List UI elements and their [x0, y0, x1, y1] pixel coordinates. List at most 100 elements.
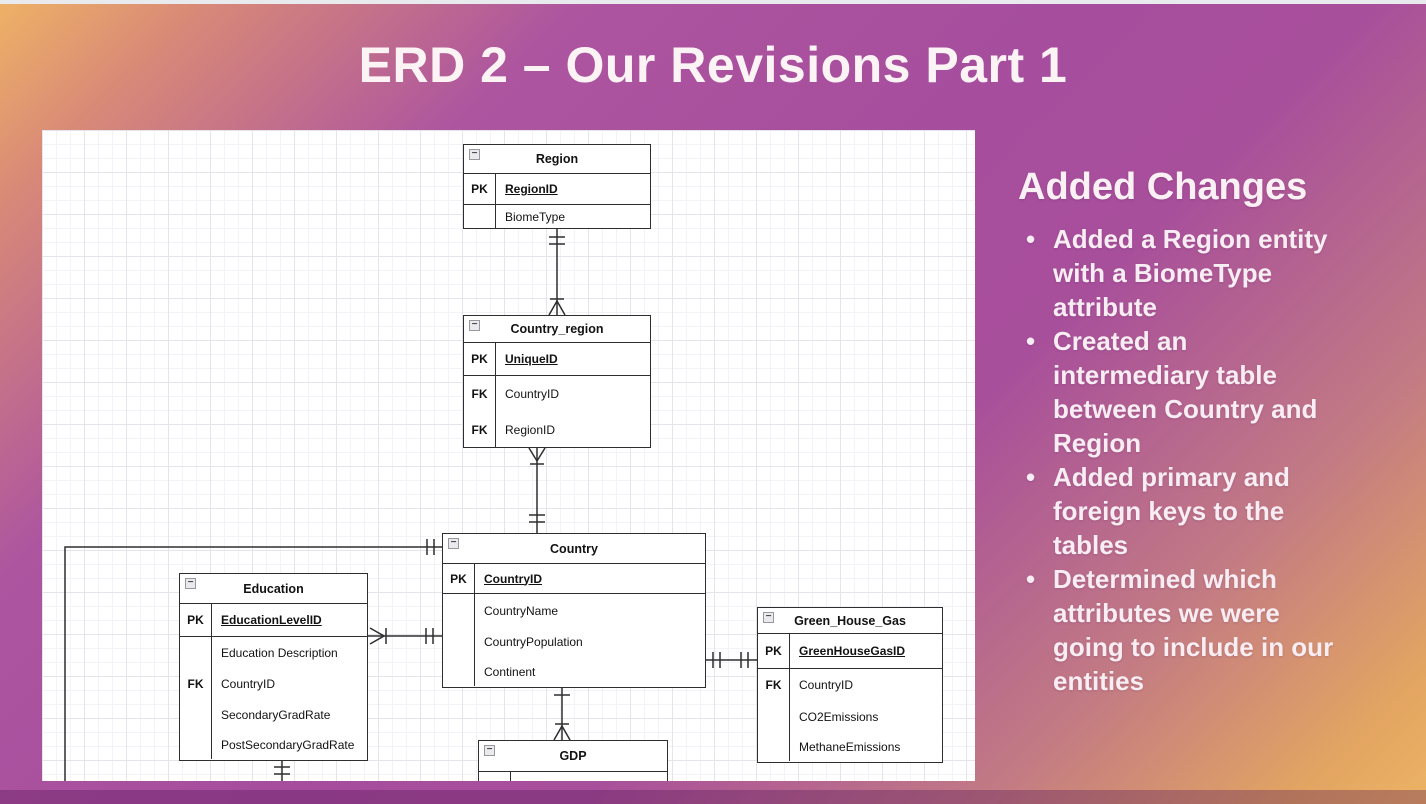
- collapse-icon: −: [469, 320, 480, 331]
- entity-education: − Education PK EducationLevelID Educatio…: [179, 573, 368, 761]
- connector-country-green_house_gas: [706, 652, 757, 668]
- entity-row: FK RegionID: [464, 412, 650, 447]
- connector-education-bottom: [274, 761, 290, 781]
- entity-row: PK CountryID: [443, 564, 705, 594]
- slide-title: ERD 2 – Our Revisions Part 1: [358, 37, 1068, 93]
- attr-label: BiomeType: [505, 209, 566, 224]
- entity-header: − Country_region: [464, 316, 650, 343]
- key-label: FK: [758, 669, 790, 701]
- attr-label: CO2Emissions: [799, 709, 879, 724]
- entity-header: − Region: [464, 145, 650, 174]
- entity-title: Education: [243, 581, 304, 596]
- entity-row: PK EducationLevelID: [180, 604, 367, 637]
- bullet-text: Determined which attributes we were goin…: [1053, 564, 1334, 696]
- attr-label: CountryName: [484, 603, 559, 618]
- attr-label: PostSecondaryGradRate: [221, 737, 355, 752]
- connector-education-country: [368, 627, 442, 645]
- entity-region: − Region PK RegionID BiomeType: [463, 144, 651, 229]
- bullet-item: Created an intermediary table between Co…: [1020, 324, 1420, 460]
- entity-title: Country_region: [510, 322, 604, 336]
- key-label: PK: [758, 634, 790, 668]
- screen-top-edge: [0, 0, 1426, 4]
- key-label: [443, 627, 475, 657]
- key-label: [443, 657, 475, 686]
- entity-row: Education Description: [180, 637, 367, 668]
- collapse-icon: −: [448, 538, 459, 549]
- entity-row: PostSecondaryGradRate: [180, 730, 367, 759]
- entity-row: PK UniqueID: [464, 343, 650, 376]
- key-label: PK: [180, 604, 212, 636]
- entity-row: CO2Emissions: [758, 701, 942, 732]
- entity-country: − Country PK CountryID CountryName Count…: [442, 533, 706, 688]
- notes-heading: Added Changes: [1018, 166, 1308, 208]
- attr-label: RegionID: [505, 422, 556, 437]
- attr-label: CountryID: [484, 571, 542, 586]
- entity-header: − GDP: [479, 741, 667, 772]
- attr-label: CountryPopulation: [484, 635, 583, 649]
- key-label: PK: [464, 343, 496, 375]
- connector-region-country_region: [548, 229, 566, 316]
- attr-label: RegionID: [505, 182, 558, 196]
- entity-row: PK RegionID: [464, 174, 650, 205]
- key-label: [180, 699, 212, 730]
- bullet-item: Determined which attributes we were goin…: [1020, 562, 1420, 698]
- attr-label: Education Description: [221, 645, 338, 660]
- entity-row: PK GreenHouseGasID: [758, 634, 942, 669]
- entity-country_region: − Country_region PK UniqueID FK CountryI…: [463, 315, 651, 448]
- entity-row: [479, 772, 667, 781]
- entity-header: − Country: [443, 534, 705, 564]
- entity-row: CountryPopulation: [443, 627, 705, 657]
- entity-header: − Green_House_Gas: [758, 608, 942, 634]
- attr-label: SecondaryGradRate: [221, 707, 331, 722]
- entity-green_house_gas: − Green_House_Gas PK GreenHouseGasID FK …: [757, 607, 943, 763]
- entity-row: Continent: [443, 657, 705, 686]
- key-label: [479, 772, 511, 781]
- key-label: [464, 205, 496, 228]
- entity-row: FK CountryID: [464, 376, 650, 412]
- attr-label: CountryID: [799, 678, 854, 692]
- key-label: FK: [464, 376, 496, 412]
- key-label: PK: [464, 174, 496, 204]
- erd-diagram-canvas: − Region PK RegionID BiomeType − Country…: [42, 130, 975, 781]
- entity-row: FK CountryID: [758, 669, 942, 701]
- entity-title: GDP: [559, 749, 587, 763]
- collapse-icon: −: [185, 578, 196, 589]
- entity-row: BiomeType: [464, 205, 650, 228]
- key-label: [758, 701, 790, 732]
- entity-title: Green_House_Gas: [794, 613, 906, 628]
- bullet-item: Added a Region entity with a BiomeType a…: [1020, 222, 1420, 324]
- entity-row: CountryName: [443, 594, 705, 627]
- key-label: [180, 730, 212, 759]
- connector-country-gdp: [553, 688, 571, 741]
- key-label: PK: [443, 564, 475, 593]
- attr-label: EducationLevelID: [221, 613, 322, 627]
- attr-label: MethaneEmissions: [799, 739, 901, 754]
- entity-header: − Education: [180, 574, 367, 604]
- entity-title: Country: [550, 541, 598, 556]
- entity-row: SecondaryGradRate: [180, 699, 367, 730]
- attr-label: CountryID: [221, 676, 276, 691]
- key-label: [180, 637, 212, 668]
- key-label: FK: [180, 668, 212, 699]
- entity-title: Region: [535, 152, 579, 166]
- key-label: FK: [464, 412, 496, 447]
- bullet-text: Added a Region entity with a BiomeType a…: [1053, 224, 1328, 322]
- bullet-item: Added primary and foreign keys to the ta…: [1020, 460, 1420, 562]
- notes-list: Added a Region entity with a BiomeType a…: [1020, 222, 1420, 698]
- bullet-text: Created an intermediary table between Co…: [1053, 326, 1318, 458]
- collapse-icon: −: [484, 745, 495, 756]
- key-label: [443, 594, 475, 627]
- collapse-icon: −: [469, 149, 480, 160]
- screen-bottom-edge: [0, 790, 1426, 804]
- bullet-text: Added primary and foreign keys to the ta…: [1053, 462, 1290, 560]
- attr-label: UniqueID: [505, 352, 558, 366]
- attr-label: GreenHouseGasID: [799, 644, 906, 658]
- connector-country_region-country: [528, 447, 546, 533]
- collapse-icon: −: [763, 612, 774, 623]
- attr-label: CountryID: [505, 387, 560, 401]
- entity-gdp: − GDP: [478, 740, 668, 781]
- attr-label: Continent: [484, 664, 536, 679]
- entity-row: MethaneEmissions: [758, 732, 942, 761]
- key-label: [758, 732, 790, 761]
- entity-row: FK CountryID: [180, 668, 367, 699]
